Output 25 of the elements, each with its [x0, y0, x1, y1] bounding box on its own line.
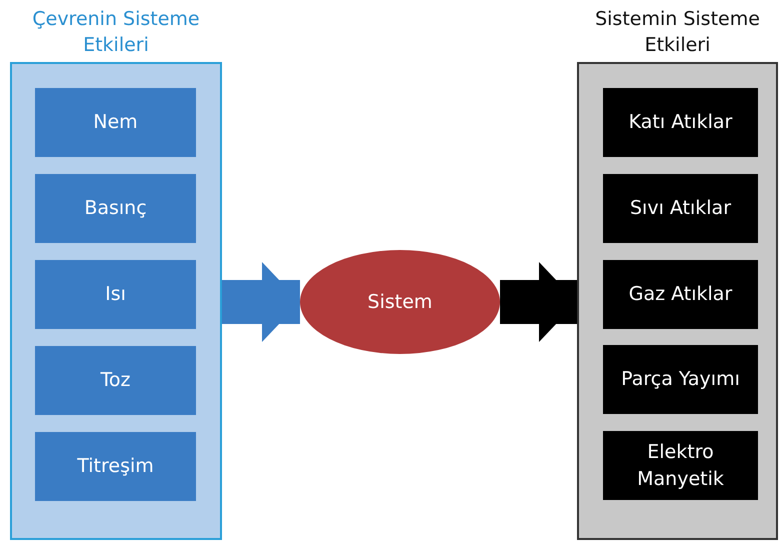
factor-box — [35, 88, 196, 157]
box-label: Sıvı Atıklar — [628, 196, 732, 221]
box-label: Titreşim — [76, 454, 155, 479]
factor-box — [35, 346, 196, 415]
box-label: Isı — [104, 282, 127, 307]
node-label: Sistem — [368, 290, 432, 315]
panel-heading: Çevrenin Sisteme Etkileri — [31, 7, 201, 58]
box-label: Nem — [92, 110, 139, 135]
box-label: Elektro Manyetik — [636, 440, 725, 492]
factor-box — [35, 174, 196, 243]
box-label: Toz — [100, 368, 132, 393]
output-box — [603, 260, 758, 329]
factor-box — [35, 260, 196, 329]
factor-box — [35, 432, 196, 501]
block-arrow — [222, 262, 300, 342]
box-label: Gaz Atıklar — [628, 282, 734, 307]
output-box — [603, 345, 758, 414]
output-box — [603, 431, 758, 500]
output-box — [603, 88, 758, 157]
box-label: Parça Yayımı — [620, 367, 741, 392]
box-label: Basınç — [83, 196, 148, 221]
output-box — [603, 174, 758, 243]
block-arrow — [500, 262, 577, 342]
panel-heading: Sistemin Sisteme Etkileri — [594, 7, 761, 58]
box-label: Katı Atıklar — [628, 110, 734, 135]
